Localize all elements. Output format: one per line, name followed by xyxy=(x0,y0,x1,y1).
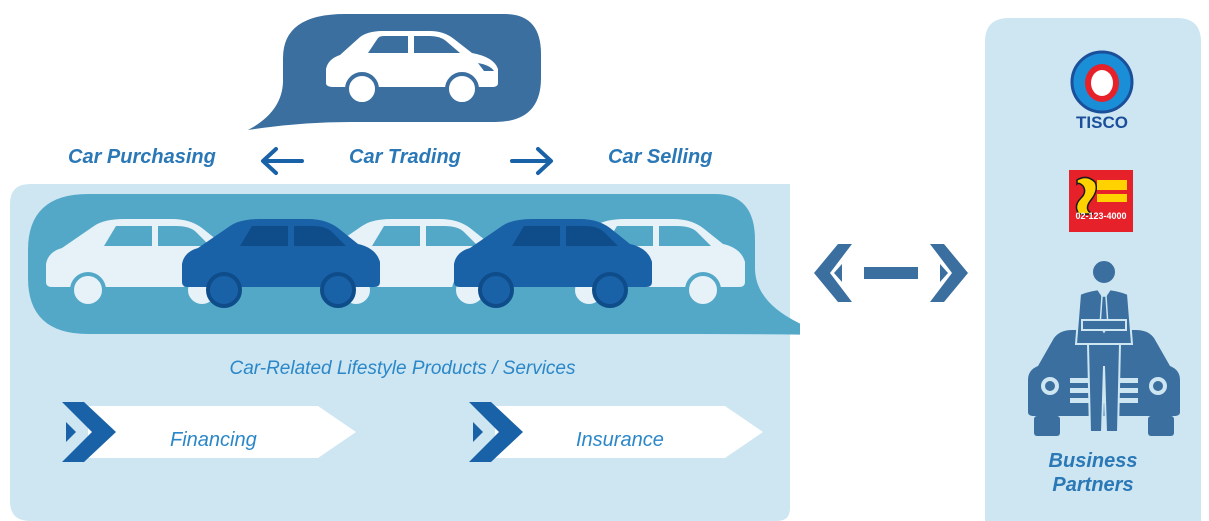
right-arrow-icon xyxy=(510,147,553,175)
car-selling-label: Car Selling xyxy=(608,146,713,168)
somwang-phone: 02-123-4000 xyxy=(1075,211,1127,221)
insurance-label: Insurance xyxy=(576,429,664,451)
tisco-logo-text: TISCO xyxy=(1076,113,1128,132)
financing-label: Financing xyxy=(170,429,257,451)
car-trading-label: Car Trading xyxy=(349,146,461,168)
insurance-banner xyxy=(469,402,763,462)
top-car-icon xyxy=(326,31,498,105)
financing-banner xyxy=(62,402,356,462)
car-row xyxy=(46,219,745,308)
tisco-logo-icon xyxy=(1070,50,1134,114)
car-icon-4 xyxy=(454,219,652,308)
car-icon-2 xyxy=(182,219,380,308)
somwang-logo: 02-123-4000 xyxy=(1069,170,1133,232)
left-arrow-icon xyxy=(261,147,304,175)
somwang-logo-art xyxy=(1075,176,1127,215)
lifestyle-subtitle: Car-Related Lifestyle Products / Service… xyxy=(229,358,576,379)
bidirectional-arrow-icon xyxy=(814,244,968,302)
businessman-with-car-icon xyxy=(1028,259,1180,436)
car-purchasing-label: Car Purchasing xyxy=(68,146,216,168)
business-partners-line2: Partners xyxy=(1052,474,1134,496)
business-partners-line1: Business xyxy=(1048,450,1138,472)
business-partners-label: Business Partners xyxy=(985,449,1201,497)
